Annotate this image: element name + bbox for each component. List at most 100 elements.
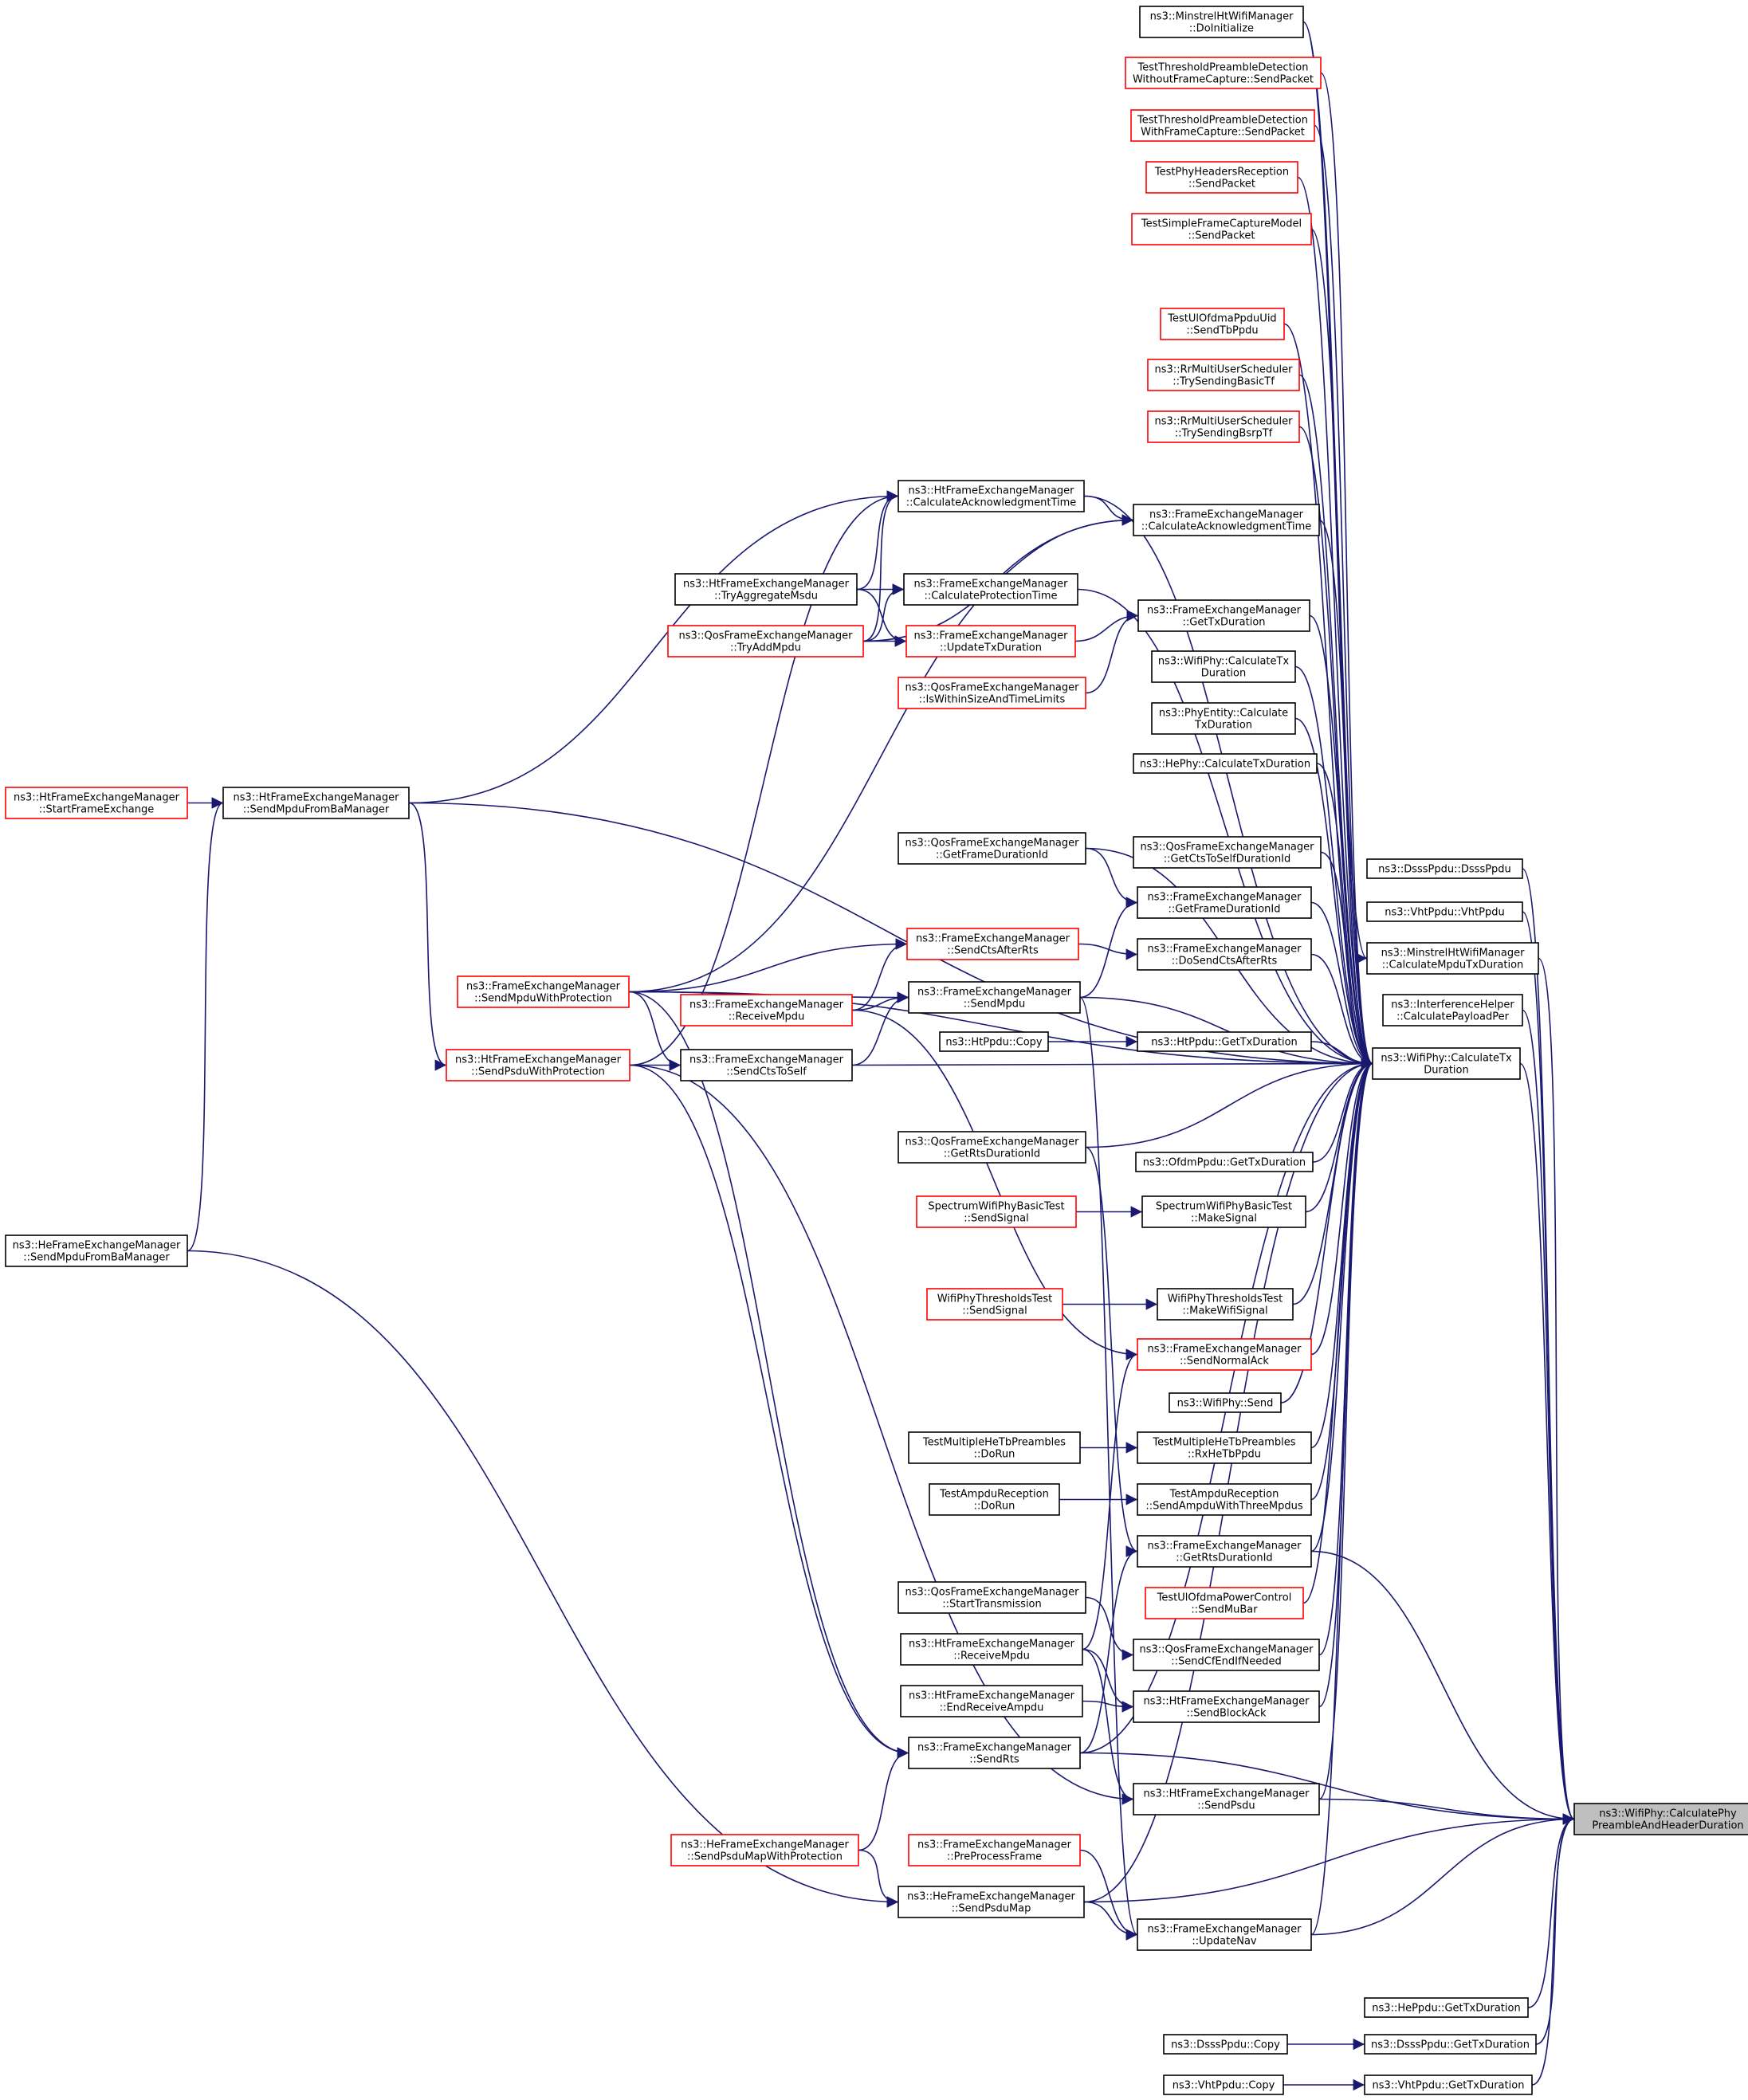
- node-htSendPsdu[interactable]: ns3::HtFrameExchangeManager::SendPsdu: [1133, 1783, 1320, 1815]
- edge-htSendPsdu-to-root: [1318, 1798, 1575, 1825]
- node-box: [908, 981, 1081, 1014]
- node-label: ns3::FrameExchangeManager: [917, 1742, 1072, 1754]
- node-htSendBlockAck[interactable]: ns3::HtFrameExchangeManager::SendBlockAc…: [1133, 1690, 1320, 1723]
- node-heSendMpduBa[interactable]: ns3::HeFrameExchangeManager::SendMpduFro…: [5, 1234, 188, 1267]
- node-htTryAgg[interactable]: ns3::HtFrameExchangeManager::TryAggregat…: [674, 573, 858, 606]
- node-label: ns3::OfdmPpdu::GetTxDuration: [1143, 1157, 1306, 1169]
- node-femCalcProt[interactable]: ns3::FrameExchangeManager::CalculateProt…: [903, 573, 1078, 606]
- node-heSendPsduMap[interactable]: ns3::HeFrameExchangeManager::SendPsduMap: [898, 1886, 1085, 1918]
- node-testThreshWithout[interactable]: TestThresholdPreambleDetectionWithoutFra…: [1125, 57, 1322, 89]
- node-wifiPhySend[interactable]: ns3::WifiPhy::Send: [1169, 1392, 1282, 1413]
- node-label: ::TryAddMpdu: [730, 642, 801, 654]
- node-interfHelper[interactable]: ns3::InterferenceHelper::CalculatePayloa…: [1382, 994, 1523, 1026]
- node-femSendMpduProt[interactable]: ns3::FrameExchangeManager::SendMpduWithP…: [457, 975, 630, 1008]
- node-label: ns3::DsssPpdu::DsssPpdu: [1378, 864, 1511, 876]
- node-box: [905, 625, 1076, 657]
- node-label: ::GetTxDuration: [1182, 617, 1265, 629]
- node-femCalcAck[interactable]: ns3::FrameExchangeManager::CalculateAckn…: [1133, 504, 1320, 536]
- node-minstrelInit[interactable]: ns3::MinstrelHtWifiManager::DoInitialize: [1139, 6, 1304, 38]
- edge-qosTryAdd-to-htCalcAck: [862, 490, 899, 642]
- node-testSimpleCapture[interactable]: TestSimpleFrameCaptureModel::SendPacket: [1131, 213, 1312, 245]
- node-label: ns3::MinstrelHtWifiManager: [1150, 11, 1294, 23]
- node-femPreProcess[interactable]: ns3::FrameExchangeManager::PreProcessFra…: [908, 1834, 1081, 1866]
- node-femUpdateTx[interactable]: ns3::FrameExchangeManager::UpdateTxDurat…: [905, 625, 1076, 657]
- node-rrBsrpTf[interactable]: ns3::RrMultiUserScheduler::TrySendingBsr…: [1147, 410, 1300, 443]
- node-testThreshWith[interactable]: TestThresholdPreambleDetectionWithFrameC…: [1130, 109, 1315, 142]
- node-box: [1364, 1997, 1529, 2018]
- node-dsssPpdu[interactable]: ns3::DsssPpdu::DsssPpdu: [1366, 858, 1523, 879]
- node-wifiPhyCalcTx2[interactable]: ns3::WifiPhy::CalculateTxDuration: [1151, 650, 1296, 683]
- node-htSendMpduBa[interactable]: ns3::HtFrameExchangeManager::SendMpduFro…: [222, 787, 410, 819]
- node-hePpduGetTx[interactable]: ns3::HePpdu::GetTxDuration: [1364, 1997, 1529, 2018]
- node-box: [680, 1049, 853, 1081]
- node-box: [1130, 109, 1315, 142]
- node-testPhyHeaders[interactable]: TestPhyHeadersReception::SendPacket: [1145, 161, 1298, 194]
- node-femSendCtsAfterRts[interactable]: ns3::FrameExchangeManager::SendCtsAfterR…: [906, 928, 1079, 960]
- node-qosSendCfEnd[interactable]: ns3::QosFrameExchangeManager::SendCfEndI…: [1133, 1639, 1320, 1671]
- node-femSendCtsSelf[interactable]: ns3::FrameExchangeManager::SendCtsToSelf: [680, 1049, 853, 1081]
- node-tmhDoRun[interactable]: TestMultipleHeTbPreambles::DoRun: [908, 1431, 1081, 1464]
- node-hePhyCalc[interactable]: ns3::HePhy::CalculateTxDuration: [1133, 753, 1318, 774]
- node-htPpduGetTx[interactable]: ns3::HtPpdu::GetTxDuration: [1137, 1031, 1312, 1052]
- node-qosTryAdd[interactable]: ns3::QosFrameExchangeManager::TryAddMpdu: [667, 625, 864, 657]
- node-tmhRx[interactable]: TestMultipleHeTbPreambles::RxHeTbPpdu: [1137, 1431, 1312, 1464]
- node-qosGetRtsDur[interactable]: ns3::QosFrameExchangeManager::GetRtsDura…: [898, 1131, 1086, 1164]
- node-qosIsWithin[interactable]: ns3::QosFrameExchangeManager::IsWithinSi…: [898, 677, 1086, 709]
- node-rrBasicTf[interactable]: ns3::RrMultiUserScheduler::TrySendingBas…: [1147, 359, 1300, 391]
- node-box: [1145, 1587, 1304, 1619]
- node-label: ns3::RrMultiUserScheduler: [1155, 416, 1294, 428]
- node-box: [1145, 161, 1298, 194]
- node-femSendMpdu[interactable]: ns3::FrameExchangeManager::SendMpdu: [908, 981, 1081, 1014]
- node-label: ::SendMpdu: [964, 999, 1025, 1011]
- node-specMakeSignal[interactable]: SpectrumWifiPhyBasicTest::MakeSignal: [1141, 1195, 1306, 1228]
- node-htStartFE[interactable]: ns3::HtFrameExchangeManager::StartFrameE…: [5, 787, 188, 819]
- node-dsssCopy[interactable]: ns3::DsssPpdu::Copy: [1163, 2034, 1288, 2055]
- node-femGetRtsDur[interactable]: ns3::FrameExchangeManager::GetRtsDuratio…: [1137, 1535, 1312, 1568]
- node-ulPcMuBar[interactable]: TestUlOfdmaPowerControl::SendMuBar: [1145, 1587, 1304, 1619]
- node-root[interactable]: ns3::WifiPhy::CalculatePhyPreambleAndHea…: [1573, 1803, 1748, 1835]
- node-htSendPsduProt[interactable]: ns3::HtFrameExchangeManager::SendPsduWit…: [446, 1049, 630, 1081]
- node-vhtCopy[interactable]: ns3::VhtPpdu::Copy: [1163, 2074, 1284, 2095]
- node-testUlOfdmaUid[interactable]: TestUlOfdmaPpduUid::SendTbPpdu: [1160, 308, 1285, 340]
- node-femGetFrameDur[interactable]: ns3::FrameExchangeManager::GetFrameDurat…: [1137, 886, 1312, 919]
- node-femReceiveMpdu[interactable]: ns3::FrameExchangeManager::ReceiveMpdu: [680, 994, 853, 1026]
- node-tarDoRun[interactable]: TestAmpduReception::DoRun: [929, 1483, 1060, 1516]
- node-femSendRts[interactable]: ns3::FrameExchangeManager::SendRts: [908, 1737, 1081, 1769]
- node-phyEntityCalc[interactable]: ns3::PhyEntity::CalculateTxDuration: [1151, 702, 1296, 735]
- node-specSendSignal[interactable]: SpectrumWifiPhyBasicTest::SendSignal: [916, 1195, 1077, 1228]
- node-femUpdateNav[interactable]: ns3::FrameExchangeManager::UpdateNav: [1137, 1918, 1312, 1951]
- node-box: [1137, 1535, 1312, 1568]
- node-box: [1139, 6, 1304, 38]
- node-tarSend3[interactable]: TestAmpduReception::SendAmpduWithThreeMp…: [1137, 1483, 1312, 1516]
- node-htPpduCopy[interactable]: ns3::HtPpdu::Copy: [939, 1031, 1049, 1052]
- edge-minstrelCalcMpdu-to-root: [1538, 957, 1575, 1825]
- node-box: [906, 928, 1079, 960]
- node-qosGetFrameDur[interactable]: ns3::QosFrameExchangeManager::GetFrameDu…: [898, 832, 1086, 865]
- node-htEndRxAmpdu[interactable]: ns3::HtFrameExchangeManager::EndReceiveA…: [900, 1685, 1083, 1717]
- node-label: ::MakeSignal: [1191, 1213, 1257, 1225]
- node-box: [1366, 942, 1539, 975]
- node-minstrelCalcMpdu[interactable]: ns3::MinstrelHtWifiManager::CalculateMpd…: [1366, 942, 1539, 975]
- node-qosGetCtsSelf[interactable]: ns3::QosFrameExchangeManager::GetCtsToSe…: [1133, 836, 1322, 869]
- edge-htSendMpduBa-to-htCalcAck: [408, 490, 899, 804]
- node-label: ::SendMuBar: [1191, 1604, 1258, 1616]
- node-vhtGetTx[interactable]: ns3::VhtPpdu::GetTxDuration: [1364, 2074, 1533, 2095]
- node-htCalcAck[interactable]: ns3::HtFrameExchangeManager::CalculateAc…: [898, 480, 1085, 512]
- node-qosStartTx[interactable]: ns3::QosFrameExchangeManager::StartTrans…: [898, 1581, 1086, 1614]
- node-femGetTx[interactable]: ns3::FrameExchangeManager::GetTxDuration: [1137, 599, 1310, 632]
- node-htReceiveMpdu[interactable]: ns3::HtFrameExchangeManager::ReceiveMpdu: [900, 1633, 1083, 1666]
- node-dsssGetTx[interactable]: ns3::DsssPpdu::GetTxDuration: [1364, 2034, 1537, 2055]
- node-heSendPsduMapProt[interactable]: ns3::HeFrameExchangeManager::SendPsduMap…: [670, 1834, 859, 1866]
- node-box: [1151, 650, 1296, 683]
- node-label: ns3::QosFrameExchangeManager: [905, 1587, 1079, 1599]
- node-label: ns3::HeFrameExchangeManager: [681, 1839, 849, 1851]
- node-femSendNormalAck[interactable]: ns3::FrameExchangeManager::SendNormalAck: [1137, 1338, 1312, 1371]
- node-thrSendSignal[interactable]: WifiPhyThresholdsTest::SendSignal: [926, 1288, 1063, 1321]
- node-femDoSendCts[interactable]: ns3::FrameExchangeManager::DoSendCtsAfte…: [1137, 938, 1312, 971]
- node-calcTx[interactable]: ns3::WifiPhy::CalculateTxDuration: [1372, 1047, 1521, 1080]
- node-label: ::SendPacket: [1188, 230, 1255, 242]
- node-label: ::TrySendingBasicTf: [1173, 376, 1275, 388]
- node-thrMakeSignal[interactable]: WifiPhyThresholdsTest::MakeWifiSignal: [1157, 1288, 1294, 1321]
- node-vhtPpdu[interactable]: ns3::VhtPpdu::VhtPpdu: [1366, 901, 1523, 922]
- node-ofdmGetTx[interactable]: ns3::OfdmPpdu::GetTxDuration: [1135, 1152, 1314, 1172]
